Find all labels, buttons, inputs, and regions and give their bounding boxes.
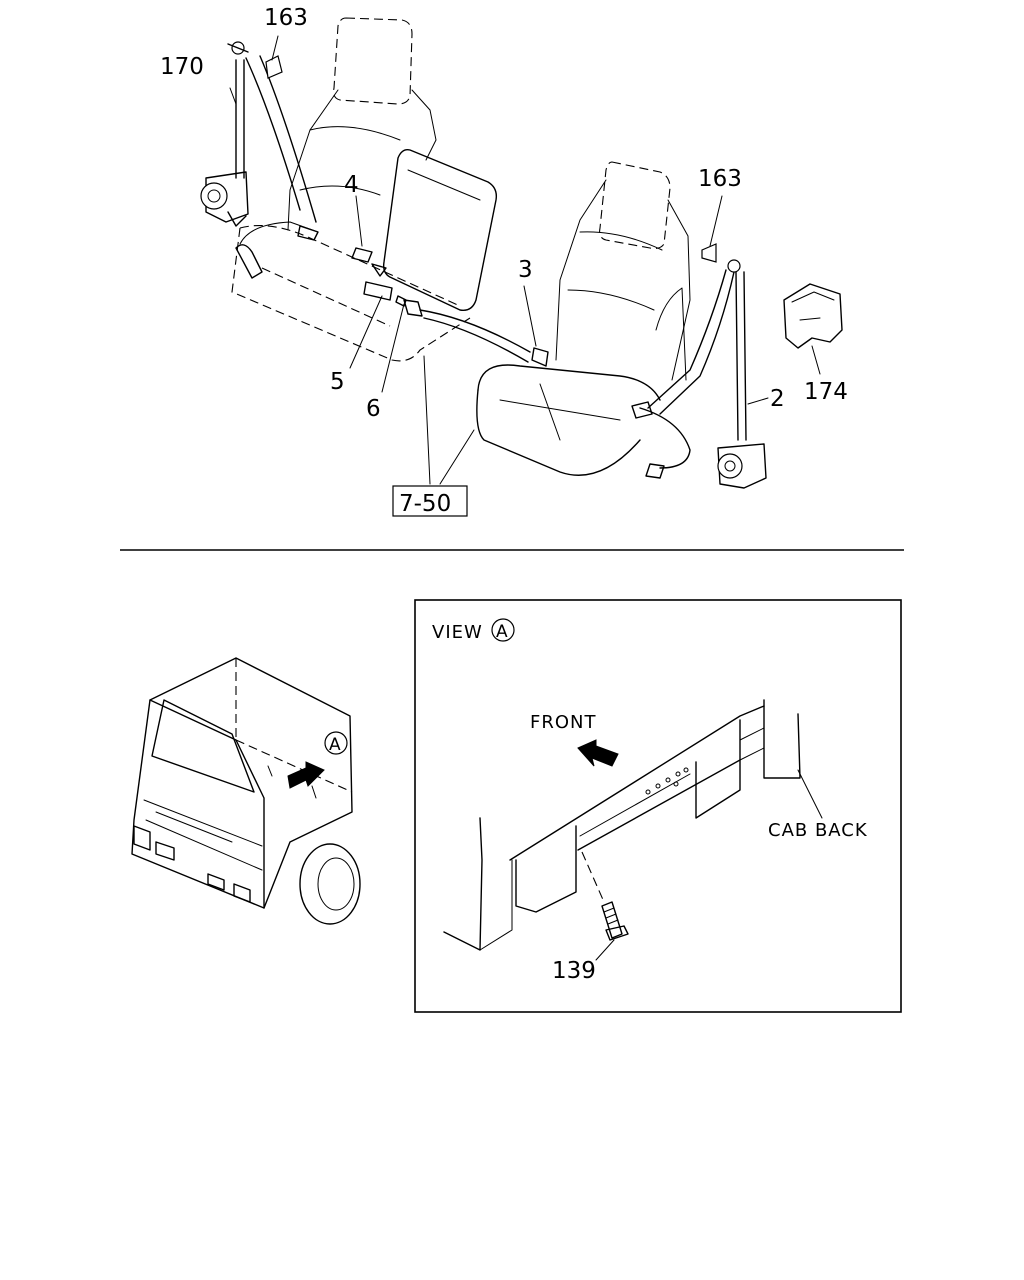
view-title: VIEW (432, 622, 483, 643)
view-title-marker-letter: A (496, 622, 508, 642)
front-arrow-icon (577, 739, 619, 767)
part-label-163-left: 163 (264, 5, 308, 31)
part-label-5: 5 (330, 369, 345, 395)
cab-view-marker[interactable]: A (324, 731, 348, 755)
part-label-170: 170 (160, 54, 204, 80)
seat-assembly-illustration (200, 17, 843, 489)
part-label-3: 3 (518, 257, 533, 283)
part-label-163-right: 163 (698, 166, 742, 192)
cab-back-label: CAB BACK (768, 820, 868, 841)
reference-label: 7-50 (399, 491, 451, 517)
part-label-2: 2 (770, 386, 785, 412)
front-label: FRONT (530, 712, 597, 733)
view-a-panel: VIEW A FRONT CAB BACK 139 (414, 599, 902, 1013)
part-label-174: 174 (804, 379, 848, 405)
part-label-6: 6 (366, 396, 381, 422)
part-label-139: 139 (552, 958, 596, 984)
part-number-labels: 163 170 4 163 3 2 174 5 6 (160, 5, 848, 422)
cab-illustration (131, 657, 361, 925)
reference-box-7-50[interactable]: 7-50 (392, 485, 468, 517)
cab-view-marker-letter: A (329, 735, 341, 755)
part-label-4: 4 (344, 172, 359, 198)
